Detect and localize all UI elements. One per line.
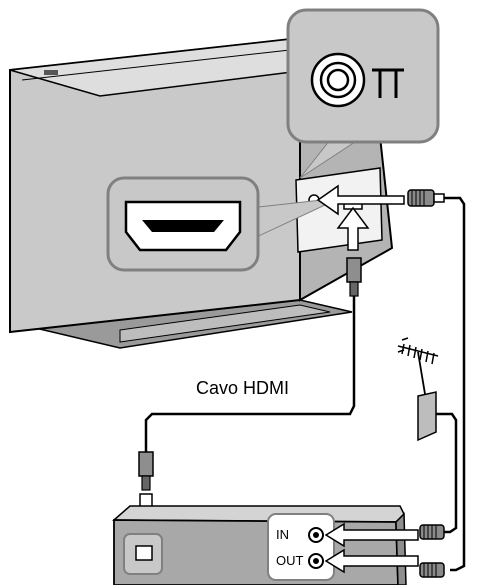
hdmi-port-callout xyxy=(106,176,341,272)
hdmi-plug-tv-icon xyxy=(346,257,362,297)
port-out-label: OUT xyxy=(276,553,304,568)
port-out-icon xyxy=(308,553,324,569)
coax-cable-antenna xyxy=(436,412,458,534)
coax-plug-out-icon xyxy=(419,562,445,578)
coax-plug-icon xyxy=(407,189,445,207)
hdmi-port-icon xyxy=(124,200,242,252)
antenna-port-icon xyxy=(310,52,404,108)
arrow-to-antenna-port xyxy=(316,184,405,216)
coax-plug-in-icon xyxy=(419,524,445,540)
hdmi-plug-box-icon xyxy=(138,451,154,491)
set-top-box-icon xyxy=(112,505,407,585)
port-in-icon xyxy=(308,527,324,543)
cable-label: Cavo HDMI xyxy=(196,378,289,398)
arrow-to-in-port xyxy=(324,522,419,548)
antenna-port-callout xyxy=(286,8,440,179)
antenna-icon xyxy=(397,337,439,442)
coax-cable-tv xyxy=(444,196,466,572)
port-in-label: IN xyxy=(276,527,289,542)
arrow-to-out-port xyxy=(324,548,419,574)
hdmi-cable xyxy=(144,296,356,452)
arrow-to-hdmi-port xyxy=(336,206,370,251)
